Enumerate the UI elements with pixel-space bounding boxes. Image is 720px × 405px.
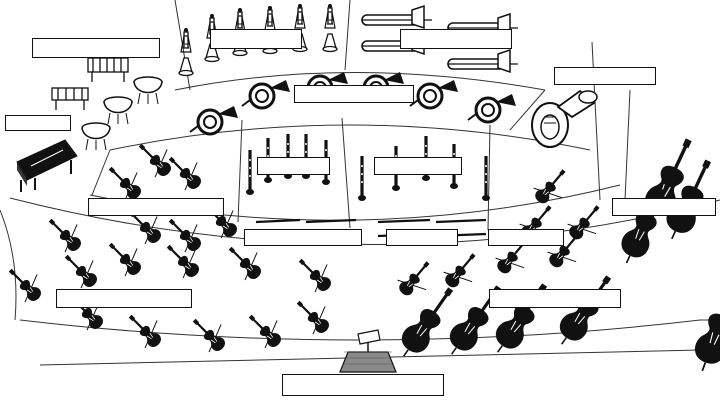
- label-oboes[interactable]: [374, 157, 462, 175]
- label-clarinets[interactable]: [257, 157, 330, 175]
- xylophone-icon: [51, 57, 129, 110]
- label-trombones[interactable]: [400, 29, 512, 49]
- cello-icon: [391, 268, 621, 365]
- label-flutes[interactable]: [244, 229, 362, 246]
- label-french-horns[interactable]: [294, 85, 414, 103]
- label-trumpets[interactable]: [210, 29, 302, 49]
- timpani-icon: [81, 76, 163, 151]
- label-first-violins[interactable]: [88, 198, 224, 216]
- label-tuba[interactable]: [554, 67, 656, 85]
- tuba-icon: [531, 89, 598, 148]
- label-cellos[interactable]: [489, 289, 621, 308]
- label-second-violins[interactable]: [56, 289, 192, 308]
- label-piccolo[interactable]: [488, 229, 564, 246]
- label-piano[interactable]: [5, 115, 71, 131]
- conductor-podium-icon: [339, 329, 397, 373]
- label-percussion[interactable]: [32, 38, 160, 58]
- label-bassoons[interactable]: [386, 229, 458, 246]
- label-conductor[interactable]: [282, 374, 444, 396]
- piano-icon: [16, 139, 78, 192]
- double-bass-icon: [613, 132, 720, 377]
- label-double-basses[interactable]: [612, 198, 716, 216]
